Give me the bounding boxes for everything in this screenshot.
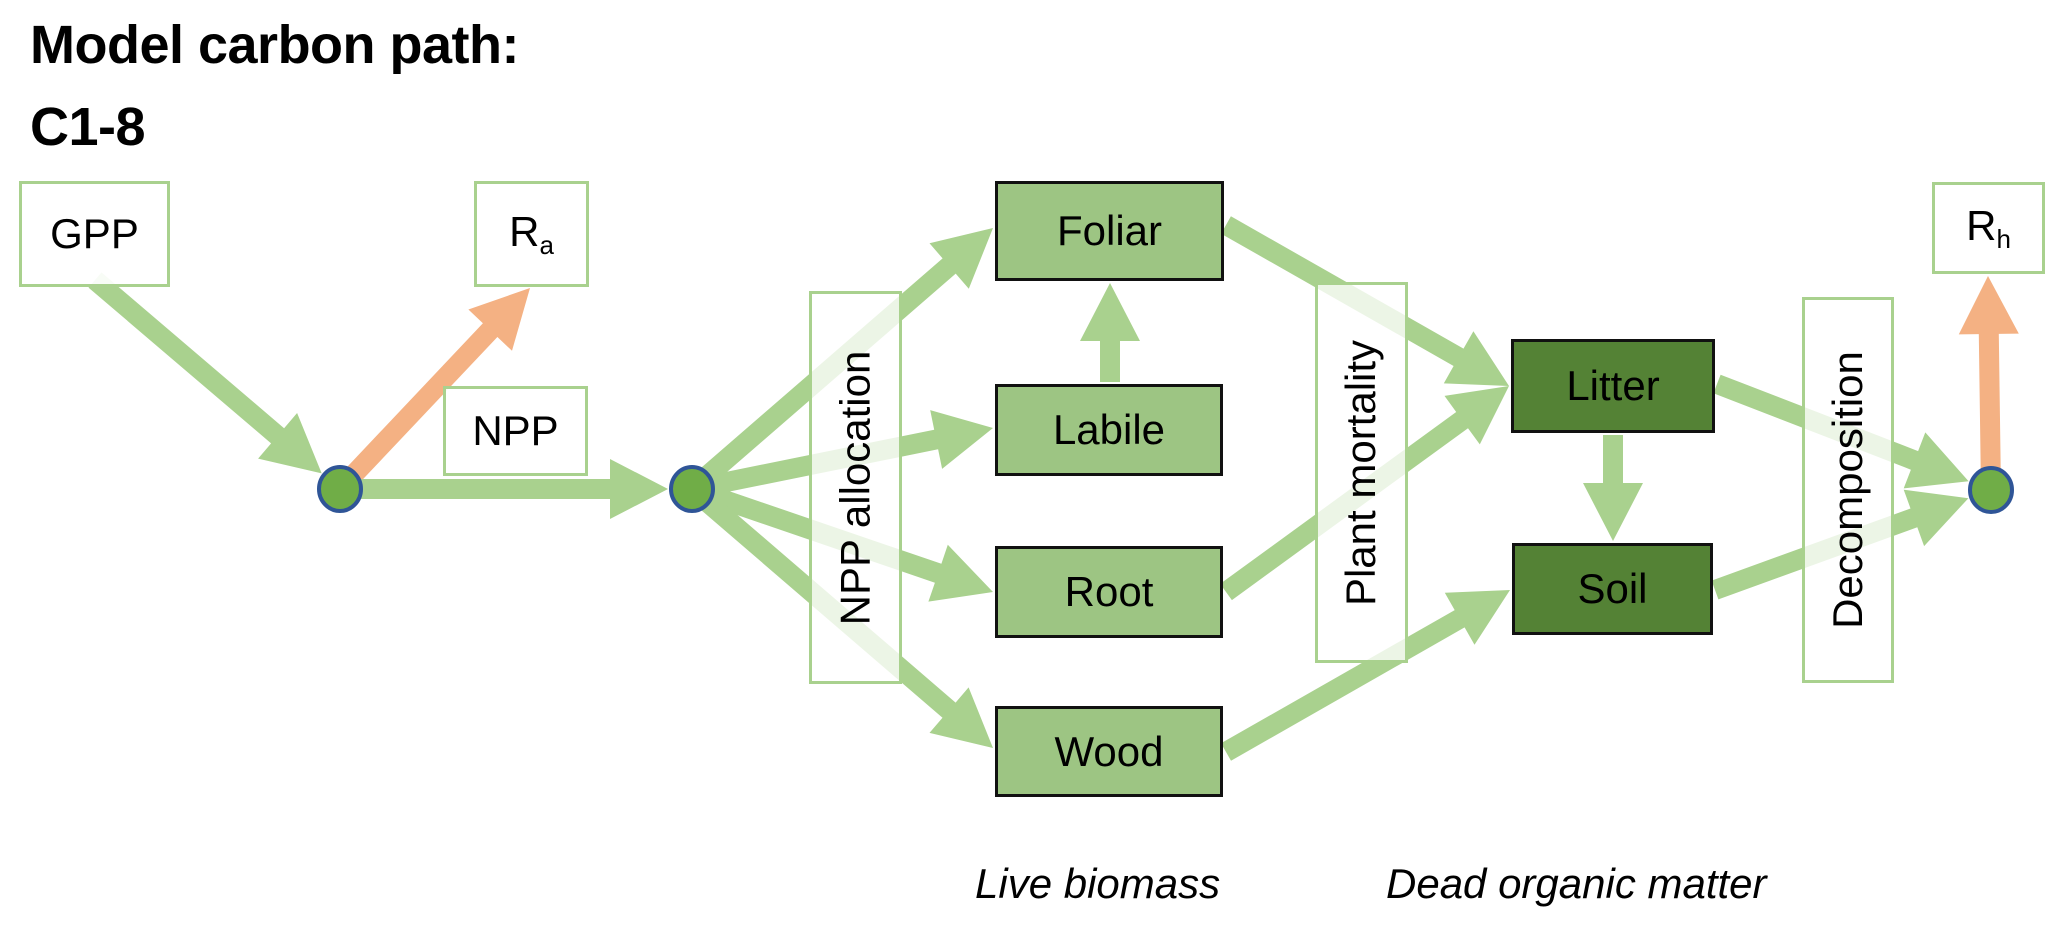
arrow-node1-to-ra <box>346 288 530 482</box>
diagram-title-line1: Model carbon path: <box>30 15 520 75</box>
arrow-labile-to-foliar <box>1080 283 1140 382</box>
pool-litter: Litter <box>1511 339 1715 433</box>
junction-node-2 <box>669 465 715 513</box>
decomposition-label: Decomposition <box>1824 351 1871 629</box>
npp-allocation-label: NPP allocation <box>831 350 879 625</box>
npp-allocation-box: NPP allocation <box>809 291 902 684</box>
plant-mortality-box: Plant mortality <box>1315 282 1408 663</box>
pool-foliar-label: Foliar <box>1056 207 1163 254</box>
pool-soil: Soil <box>1512 543 1713 635</box>
arrow-litter-to-soil <box>1583 435 1643 541</box>
junction-node-1 <box>317 465 363 513</box>
npp-box: NPP <box>443 386 588 476</box>
plant-mortality-label: Plant mortality <box>1337 339 1385 606</box>
pool-foliar: Foliar <box>995 181 1224 281</box>
arrow-node3-to-rh <box>1958 276 2019 471</box>
decomposition-box: Decomposition <box>1802 297 1894 683</box>
pool-root: Root <box>995 546 1223 638</box>
pool-root-label: Root <box>1064 568 1154 615</box>
diagram-title-line2: C1-8 <box>30 97 146 157</box>
pool-wood: Wood <box>995 706 1223 797</box>
pool-soil-label: Soil <box>1577 565 1648 612</box>
arrow-wood-to-soil <box>1221 590 1510 761</box>
pool-labile: Labile <box>995 384 1223 476</box>
ra-label: Ra <box>509 207 554 260</box>
rh-label: Rh <box>1966 201 2011 254</box>
ra-box: Ra <box>474 181 589 287</box>
pool-labile-label: Labile <box>1052 406 1166 453</box>
junction-node-3 <box>1968 466 2014 514</box>
caption-dead-organic-matter: Dead organic matter <box>1386 860 1767 907</box>
arrow-gpp-to-node1 <box>88 272 322 474</box>
gpp-box: GPP <box>19 181 170 287</box>
npp-label: NPP <box>472 407 559 454</box>
pool-litter-label: Litter <box>1566 362 1660 409</box>
pool-wood-label: Wood <box>1054 727 1164 775</box>
caption-live-biomass: Live biomass <box>975 860 1221 907</box>
rh-box: Rh <box>1932 182 2045 274</box>
gpp-label: GPP <box>50 210 139 257</box>
arrow-node1-to-node2 <box>360 459 668 519</box>
